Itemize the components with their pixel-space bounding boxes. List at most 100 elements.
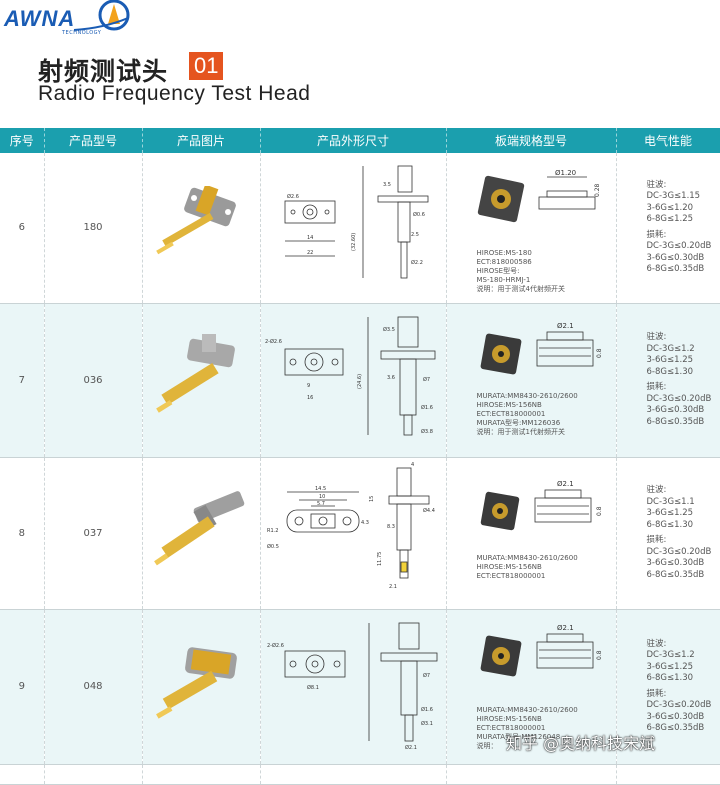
board-connector-icon: Ø1.20 0.28 [477,169,601,223]
dimension-drawing-icon: Ø2.6 14 22 Ø0.6 Ø2.2 3.5 2.5 (32.60) [284,165,429,279]
dim-label: Ø4.4 [423,507,435,514]
col-image: 产品图片 [142,128,261,153]
dim-label: 11.75 [377,551,383,565]
board-spec: Ø2.1 0.8 MURATA:MM8430-2610/2600 HIROSE:… [446,303,617,458]
dim-label: Ø2.2 [411,259,423,266]
col-board-spec: 板端规格型号 [446,128,617,153]
dim-label: 10 [319,494,325,500]
rf-probe-photo-icon [156,184,236,255]
row-model: 048 [44,609,143,765]
dim-diameter: Ø1.20 [555,169,576,177]
board-spec-list: MURATA:MM8430-2610/2600 HIROSE:MS-156NB … [476,391,578,436]
dim-label: 3.6 [387,375,395,381]
board-connector-icon: Ø2.1 0.8 [480,322,603,374]
watermark: 知乎 @奥纳科技宋斌 [506,734,656,753]
dimension-drawing-icon: 2-Ø2.6 9 16 Ø7 Ø1.6 Ø3.8 Ø3.5 3.6 (24.6) [265,316,436,435]
rf-probe-photo-icon [156,647,237,719]
row-no: 8 [0,457,45,610]
logo-mark-icon [73,0,130,31]
board-spec-list: MURATA:MM8430-2610/2600 HIROSE:MS-156NB … [476,553,578,580]
table-row: 8 037 14.5 10 [0,457,720,610]
col-model: 产品型号 [44,128,143,153]
product-photo [142,303,261,458]
dim-label: 4 [411,462,414,468]
dim-diameter: Ø2.1 [557,322,574,330]
dim-label: Ø2.6 [287,193,299,200]
dim-height: 0.8 [596,348,603,358]
dim-label: (24.6) [357,373,363,388]
row-no: 9 [0,609,45,765]
section-badge: 01 [189,52,224,80]
board-connector-icon: Ø2.1 0.8 [480,624,603,676]
dim-label: 14 [307,235,313,241]
dim-label: 22 [307,250,313,256]
dim-label: Ø3.1 [421,720,433,727]
row-model: 180 [44,153,143,304]
dimension-drawing: 14.5 10 5.7 R1.2 Ø0.5 4.3 4 Ø4.4 8.3 11.… [260,457,447,610]
table-row [0,764,720,785]
board-spec: Ø2.1 0.8 MURATA:MM8430-2610/2600 HIROSE:… [446,609,617,765]
dimension-drawing-icon: 14.5 10 5.7 R1.2 Ø0.5 4.3 4 Ø4.4 8.3 11.… [267,462,435,590]
row-no: 6 [0,153,45,304]
board-spec: Ø1.20 0.28 HIROSE:MS-180 ECT:818000586 H… [446,153,617,304]
dim-label: 2.1 [389,584,397,590]
dim-label: Ø7 [423,672,430,679]
dim-height: 0.8 [596,506,603,516]
dim-label: 15 [369,495,375,501]
dimension-drawing: 2-Ø2.6 9 16 Ø7 Ø1.6 Ø3.8 Ø3.5 3.6 (24.6) [260,303,447,458]
dim-label: Ø7 [423,376,430,383]
dim-label: 9 [307,383,310,389]
dim-label: 8.3 [387,524,395,530]
dim-label: Ø0.5 [267,543,279,550]
dim-label: Ø1.6 [421,706,433,713]
dim-label: (32.60) [351,233,357,251]
col-electrical: 电气性能 [616,128,720,153]
row-model: 036 [44,303,143,458]
board-spec: Ø2.1 0.8 MURATA:MM8430-2610/2600 HIROSE:… [446,457,617,610]
dim-label: 5.7 [317,501,325,507]
dim-label: 4.3 [361,520,369,526]
board-spec-list: MURATA:MM8430-2610/2600 HIROSE:MS-156NB … [476,705,578,750]
dim-label: 2-Ø2.6 [265,338,282,345]
logo-subtitle: TECHNOLOGY [62,30,102,36]
dimension-drawing: Ø2.6 14 22 Ø0.6 Ø2.2 3.5 2.5 (32.60) [260,153,447,304]
table-row: 7 036 2-Ø2.6 9 16 [0,303,720,458]
page-title-en: Radio Frequency Test Head [38,82,311,105]
table-row: 9 048 2-Ø2.6 Ø8.1 [0,609,720,765]
board-spec-list: HIROSE:MS-180 ECT:818000586 HIROSE型号: MS… [476,249,565,293]
dim-diameter: Ø2.1 [557,624,574,632]
dim-label: 16 [307,395,313,401]
dim-label: 2-Ø2.6 [267,642,284,649]
col-dimensions: 产品外形尺寸 [260,128,447,153]
col-no: 序号 [0,128,45,153]
dim-label: Ø3.5 [383,326,395,333]
table-row: 6 180 Ø2.6 [0,153,720,304]
rf-probe-photo-icon [153,490,244,565]
dimension-drawing: 2-Ø2.6 Ø8.1 Ø7 Ø1.6 Ø3.1 Ø2.1 [260,609,447,765]
product-photo [142,457,261,610]
dim-diameter: Ø2.1 [557,480,574,488]
dim-label: Ø3.8 [421,428,433,435]
logo-text: AWNA [4,6,76,31]
product-photo [142,153,261,304]
dim-label: Ø8.1 [307,684,319,691]
dim-label: Ø0.6 [413,211,425,218]
page-title-cn: 射频测试头 [38,57,169,86]
dim-label: R1.2 [267,528,278,534]
dim-height: 0.28 [594,183,601,197]
row-model: 037 [44,457,143,610]
dimension-drawing-icon: 2-Ø2.6 Ø8.1 Ø7 Ø1.6 Ø3.1 Ø2.1 [267,622,438,751]
dim-label: 14.5 [315,486,326,492]
table-header-row: 序号 产品型号 产品图片 产品外形尺寸 板端规格型号 电气性能 [0,128,720,153]
row-no: 7 [0,303,45,458]
board-connector-icon: Ø2.1 0.8 [480,480,603,530]
rf-probe-photo-icon [156,333,235,413]
product-table: 序号 产品型号 产品图片 产品外形尺寸 板端规格型号 电气性能 6 180 [0,128,720,785]
dim-label: 2.5 [411,232,419,238]
dim-label: Ø2.1 [405,744,417,751]
dim-label: Ø1.6 [421,404,433,411]
